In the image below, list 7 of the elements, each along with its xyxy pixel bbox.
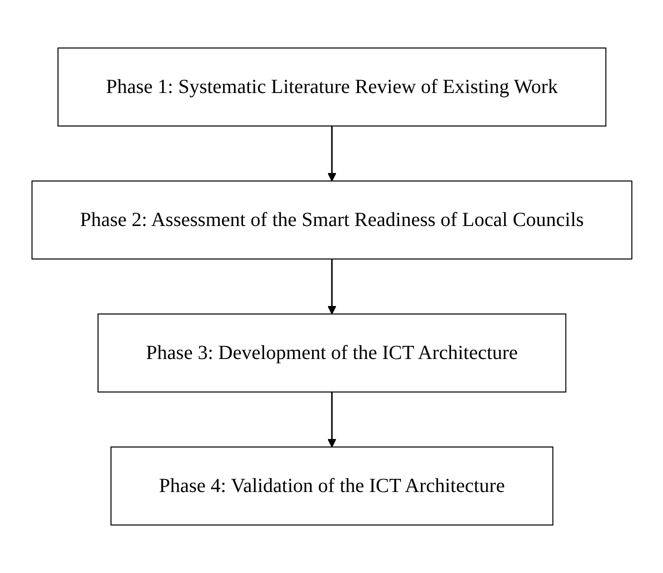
node-box: Phase 4: Validation of the ICT Architecture (110, 446, 553, 526)
arrow (327, 126, 336, 182)
arrow (327, 392, 336, 448)
arrow (327, 259, 336, 314)
node-box: Phase 3: Development of the ICT Architecture (97, 314, 566, 392)
node-box: Phase 2: Assessment of the Smart Readiness of Local Councils (31, 180, 632, 260)
node-box: Phase 1: Systematic Literature Review of Existing Work (57, 48, 606, 126)
